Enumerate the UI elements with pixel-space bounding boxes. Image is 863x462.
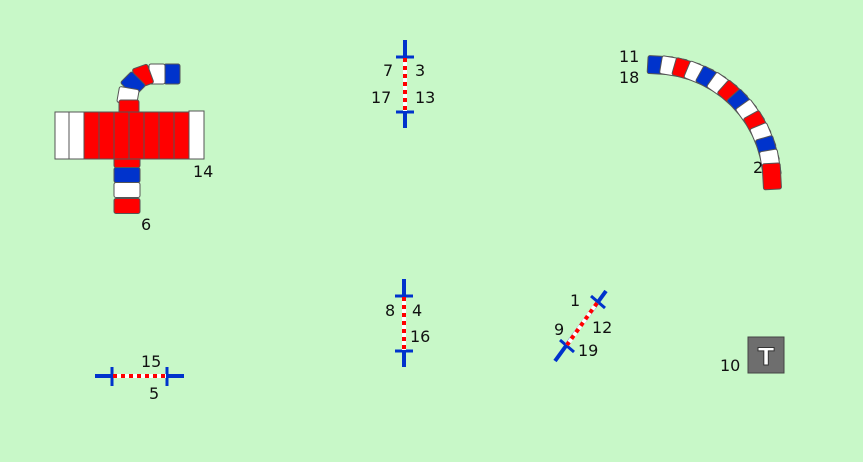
label-12: 12	[592, 318, 612, 337]
dogwalk-plank	[173, 111, 190, 160]
dogwalk-obstacle[interactable]	[54, 110, 205, 160]
jump-middle-center[interactable]	[395, 279, 413, 367]
dogwalk-planks	[54, 110, 205, 160]
dogwalk-plank	[98, 111, 115, 160]
tunnel-segment	[113, 182, 141, 198]
table-symbol: T	[758, 343, 775, 371]
label-8: 8	[385, 301, 395, 320]
dogwalk-end-plank	[188, 110, 205, 160]
label-11: 11	[619, 47, 639, 66]
tunnel-right-segments	[646, 55, 782, 191]
tunnel-segment	[113, 167, 141, 183]
dogwalk-plank	[54, 111, 70, 160]
dogwalk-plank	[113, 111, 130, 160]
tunnel-right-obstacle[interactable]	[646, 55, 782, 191]
label-6: 6	[141, 215, 151, 234]
label-18: 18	[619, 68, 639, 87]
jump-top-center[interactable]	[396, 40, 414, 128]
dogwalk-plank	[143, 111, 160, 160]
table-obstacle[interactable]: T	[747, 336, 785, 374]
dogwalk-plank	[128, 111, 145, 160]
dogwalk-plank	[83, 111, 100, 160]
label-13: 13	[415, 88, 435, 107]
jump-bottom-left[interactable]	[95, 367, 184, 386]
jump-diagonal[interactable]	[553, 289, 608, 363]
dogwalk-plank	[158, 111, 175, 160]
dogwalk-plank	[68, 111, 85, 160]
label-15: 15	[141, 352, 161, 371]
label-16: 16	[410, 327, 430, 346]
label-2: 2	[753, 158, 763, 177]
label-9: 9	[554, 320, 564, 339]
label-5: 5	[149, 384, 159, 403]
label-17: 17	[371, 88, 391, 107]
tunnel-segment	[163, 63, 181, 85]
label-14: 14	[193, 162, 213, 181]
label-4: 4	[412, 301, 422, 320]
tunnel-segment	[761, 162, 782, 191]
label-1: 1	[570, 291, 580, 310]
label-19: 19	[578, 341, 598, 360]
label-3: 3	[415, 61, 425, 80]
tunnel-segment	[113, 198, 141, 214]
label-10: 10	[720, 356, 740, 375]
label-7: 7	[383, 61, 393, 80]
